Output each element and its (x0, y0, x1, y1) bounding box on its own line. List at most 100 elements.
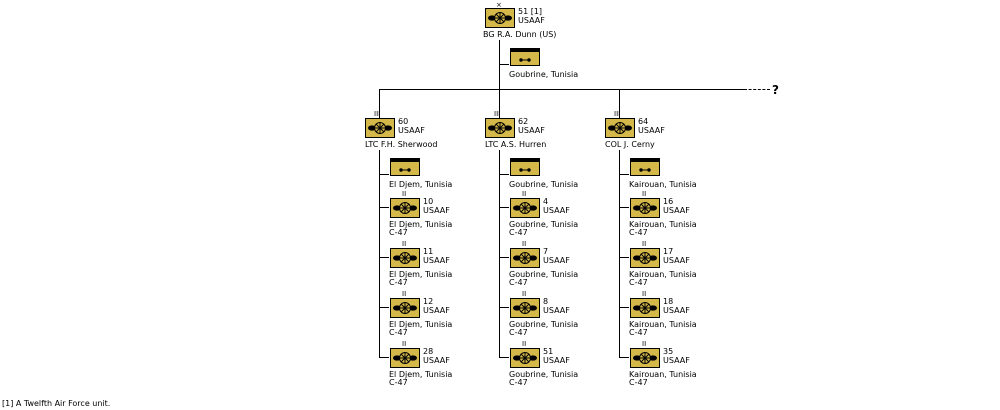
hq-unit-symbol (510, 158, 540, 176)
air-transport-unit-symbol (630, 248, 660, 268)
squadron-aircraft: C-47 (389, 378, 408, 387)
squadron-number: 16 (663, 197, 674, 206)
wing-force: USAAF (518, 16, 545, 25)
squadron-location: Kairouan, Tunisia (629, 370, 697, 379)
air-transport-unit-symbol (390, 198, 420, 218)
squadron-aircraft: C-47 (629, 278, 648, 287)
air-transport-icon (513, 252, 537, 264)
squadron-force: USAAF (543, 306, 570, 315)
squadron-location: Goubrine, Tunisia (509, 220, 579, 229)
group-drop-line (499, 89, 500, 119)
squadron-aircraft: C-47 (389, 278, 408, 287)
squadron-number: 12 (423, 297, 434, 306)
group-stem-line (619, 150, 620, 357)
group-hq-branch (619, 174, 629, 175)
squadron-aircraft: C-47 (389, 328, 408, 337)
squadron-branch-line (499, 207, 509, 208)
echelon-marker: II (522, 190, 527, 198)
air-transport-unit-symbol (390, 348, 420, 368)
air-transport-icon (513, 202, 537, 214)
echelon-marker: II (642, 340, 647, 348)
air-transport-icon (393, 352, 417, 364)
squadron-force: USAAF (543, 206, 570, 215)
squadron-branch-line (619, 257, 629, 258)
echelon-marker: × (496, 1, 502, 9)
squadron-aircraft: C-47 (629, 328, 648, 337)
group-bus-line (379, 89, 744, 90)
group-force: USAAF (518, 126, 545, 135)
hq-unit-symbol (390, 158, 420, 176)
group-hq-branch (499, 174, 509, 175)
air-transport-unit-symbol (390, 298, 420, 318)
wing-trunk-line (499, 40, 500, 90)
echelon-marker: II (402, 290, 407, 298)
air-transport-unit-symbol (630, 198, 660, 218)
group-hq-location: El Djem, Tunisia (389, 180, 453, 189)
hq-icon (399, 168, 411, 172)
squadron-aircraft: C-47 (509, 278, 528, 287)
air-transport-unit-symbol (510, 298, 540, 318)
wing-number: 51 [1] (518, 7, 543, 16)
squadron-location: El Djem, Tunisia (389, 270, 453, 279)
squadron-branch-line (379, 307, 389, 308)
air-transport-unit-symbol (510, 348, 540, 368)
air-transport-unit-symbol (390, 248, 420, 268)
group-number: 64 (638, 117, 649, 126)
echelon-marker: II (522, 290, 527, 298)
air-transport-icon (488, 122, 512, 134)
echelon-marker: III (374, 110, 381, 118)
squadron-force: USAAF (423, 306, 450, 315)
squadron-number: 11 (423, 247, 434, 256)
group-stem-line (379, 150, 380, 357)
squadron-location: Kairouan, Tunisia (629, 320, 697, 329)
group-stem-line (499, 150, 500, 357)
echelon-marker: II (522, 340, 527, 348)
air-transport-unit-symbol (510, 248, 540, 268)
group-number: 62 (518, 117, 529, 126)
wing-hq-location: Goubrine, Tunisia (509, 70, 579, 79)
squadron-force: USAAF (543, 256, 570, 265)
squadron-aircraft: C-47 (629, 228, 648, 237)
air-transport-unit-symbol (605, 118, 635, 138)
air-transport-unit-symbol (630, 298, 660, 318)
echelon-marker: II (402, 190, 407, 198)
squadron-location: Kairouan, Tunisia (629, 270, 697, 279)
squadron-number: 17 (663, 247, 674, 256)
squadron-number: 8 (543, 297, 549, 306)
squadron-location: Goubrine, Tunisia (509, 270, 579, 279)
group-hq-branch (379, 174, 389, 175)
group-number: 60 (398, 117, 409, 126)
echelon-marker: II (642, 290, 647, 298)
air-transport-unit-symbol (485, 118, 515, 138)
squadron-branch-line (379, 357, 389, 358)
group-force: USAAF (638, 126, 665, 135)
squadron-force: USAAF (423, 206, 450, 215)
air-transport-icon (368, 122, 392, 134)
echelon-marker: II (642, 240, 647, 248)
squadron-branch-line (499, 357, 509, 358)
squadron-aircraft: C-47 (509, 378, 528, 387)
air-transport-icon (393, 202, 417, 214)
hq-icon (639, 168, 651, 172)
squadron-location: El Djem, Tunisia (389, 220, 453, 229)
squadron-branch-line (619, 207, 629, 208)
air-transport-unit-symbol (510, 198, 540, 218)
unknown-branch-dash (744, 89, 770, 90)
group-commander: LTC F.H. Sherwood (365, 140, 438, 149)
wing-hq-branch (499, 64, 509, 65)
group-hq-location: Goubrine, Tunisia (509, 180, 579, 189)
squadron-location: Kairouan, Tunisia (629, 220, 697, 229)
echelon-marker: II (522, 240, 527, 248)
air-transport-icon (633, 252, 657, 264)
air-transport-unit-symbol (630, 348, 660, 368)
group-hq-location: Kairouan, Tunisia (629, 180, 697, 189)
squadron-force: USAAF (423, 356, 450, 365)
squadron-branch-line (499, 307, 509, 308)
squadron-aircraft: C-47 (629, 378, 648, 387)
squadron-branch-line (379, 257, 389, 258)
group-commander: COL J. Cerny (605, 140, 655, 149)
squadron-force: USAAF (663, 256, 690, 265)
echelon-marker: III (494, 110, 501, 118)
air-transport-icon (633, 352, 657, 364)
wing-commander: BG R.A. Dunn (US) (483, 30, 557, 39)
